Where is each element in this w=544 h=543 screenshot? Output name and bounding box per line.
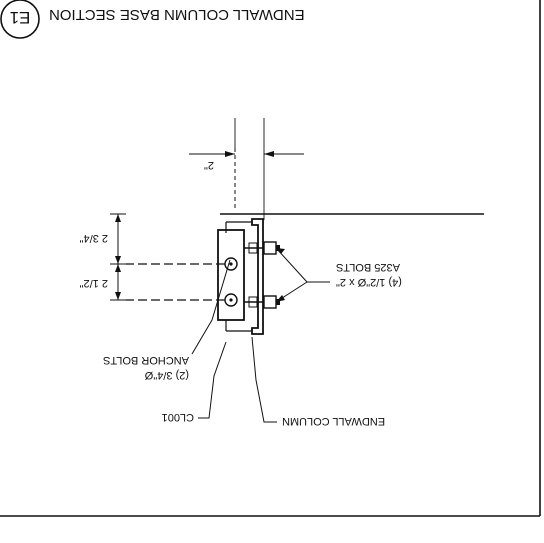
clip-angle (217, 229, 245, 321)
dimension-left-upper-label: 2 3/4" (80, 232, 108, 244)
endwall-column-label: ENDWALL COLUMN (282, 415, 385, 427)
leader-endwall-column (251, 336, 277, 423)
anchor-bolts-qty-label: (2) 3/4"Ø (144, 369, 189, 381)
a325-bolt-lower (244, 241, 280, 255)
rotated-sheet: ENDWALL COLUMN CL001 (2) 3/4"Ø ANCHOR BO… (0, 0, 541, 517)
leader-clip (198, 341, 227, 419)
detail-callout: E1 (0, 0, 40, 39)
dimension-top-label: 2" (204, 159, 214, 171)
leader-anchor-bolts (191, 259, 231, 355)
anchor-bolt-upper (224, 293, 238, 307)
anchor-bolt-lines (126, 263, 225, 301)
a325-bolts-label: A325 BOLTS (336, 261, 400, 273)
title-label: ENDWALL COLUMN BASE SECTION (49, 6, 305, 23)
a325-qty-label: (4) 1/2"Ø x 2" (336, 276, 402, 288)
clip-label: CL001 (162, 411, 194, 423)
detail-tag: E1 (10, 8, 31, 27)
anchor-bolt-lower (224, 257, 238, 271)
endwall-column (225, 218, 264, 335)
a325-bolt-upper (244, 295, 280, 309)
top-dimension (189, 118, 304, 220)
dimension-left-lower-label: 2 1/2" (80, 277, 108, 289)
sheet-border (0, 0, 541, 517)
left-dimension (110, 213, 126, 301)
leader-a325-bolts (275, 247, 330, 303)
anchor-bolts-label: ANCHOR BOLTS (103, 354, 189, 366)
